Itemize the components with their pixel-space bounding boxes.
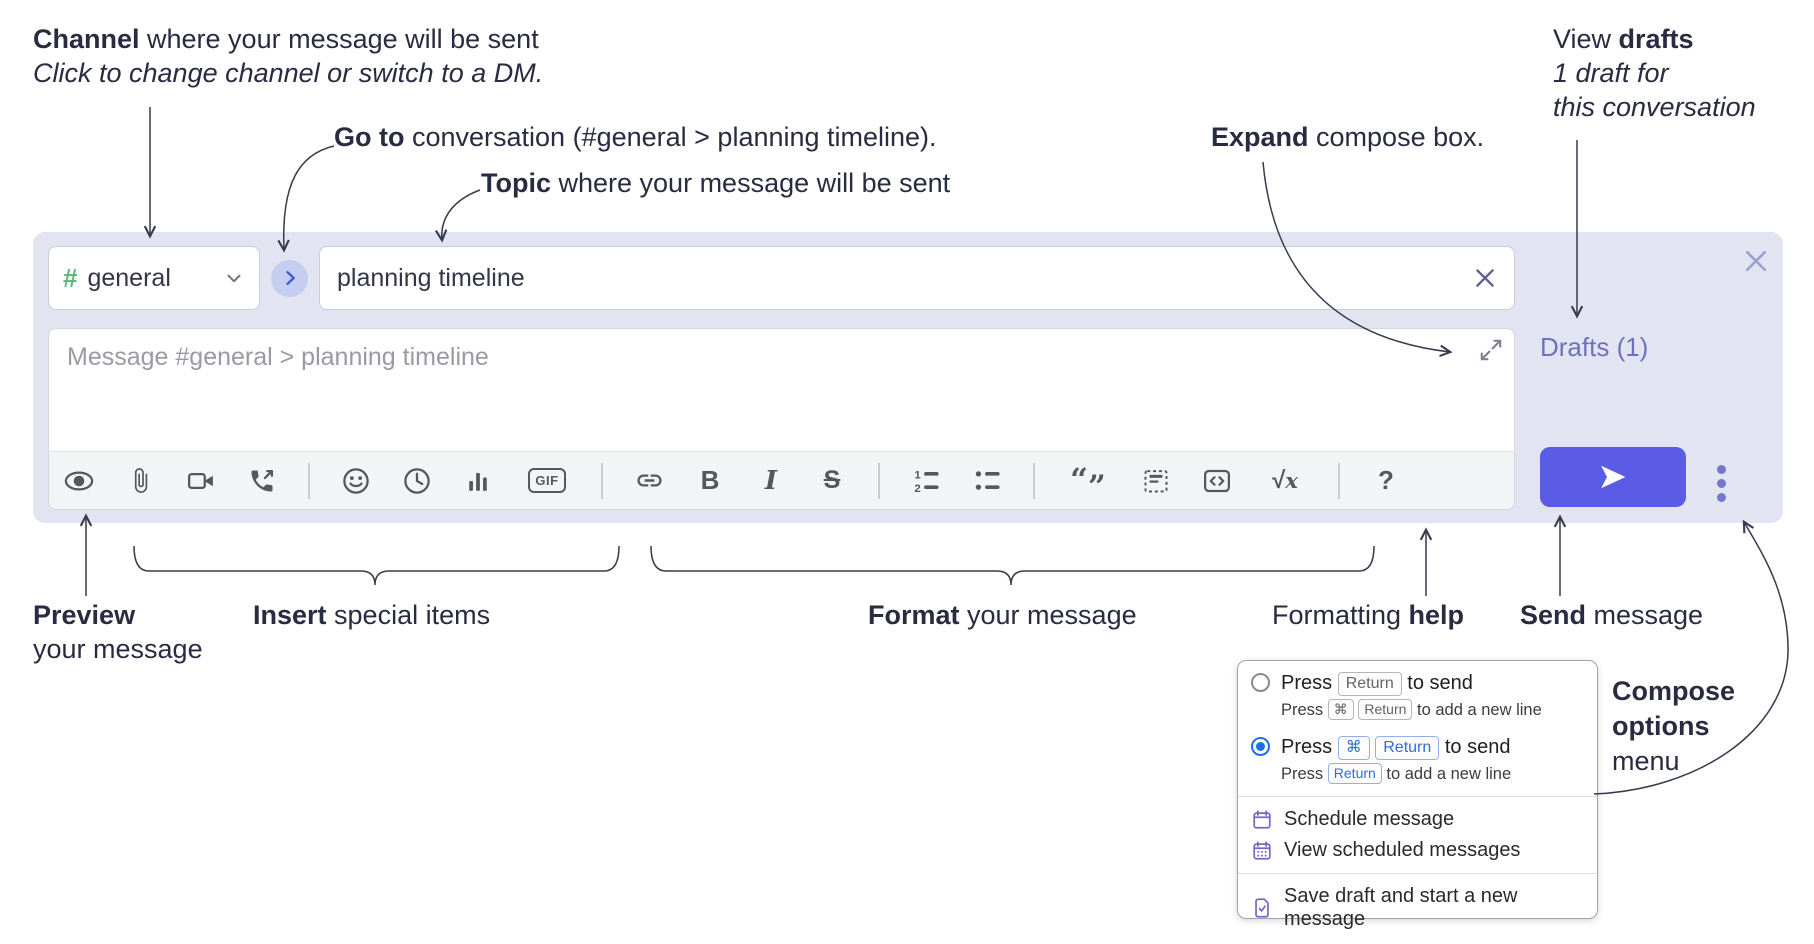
toolbar-divider bbox=[601, 462, 603, 499]
audio-call-icon[interactable] bbox=[247, 464, 277, 498]
toolbar-divider bbox=[1338, 462, 1340, 499]
toolbar-divider bbox=[308, 462, 310, 499]
close-icon bbox=[1745, 250, 1767, 272]
return-key: Return bbox=[1327, 763, 1382, 784]
enter-sends-option[interactable]: Press Return to send bbox=[1238, 661, 1597, 696]
cmd-key: ⌘ bbox=[1337, 736, 1370, 760]
code-icon[interactable] bbox=[1202, 464, 1232, 498]
close-compose-button[interactable] bbox=[1741, 246, 1771, 276]
topic-input[interactable]: planning timeline bbox=[319, 246, 1515, 310]
drafts-link[interactable]: Drafts (1) bbox=[1540, 332, 1649, 362]
channel-note-bold: Channel bbox=[33, 24, 140, 54]
expand-icon bbox=[1480, 339, 1502, 361]
formatting-help-note: Formatting help bbox=[1272, 600, 1465, 630]
cmd-key: ⌘ bbox=[1327, 699, 1354, 720]
bulleted-list-icon[interactable] bbox=[972, 464, 1002, 498]
cmd-enter-sends-option[interactable]: Press ⌘ Return to send bbox=[1238, 725, 1597, 760]
send-note: Send message bbox=[1520, 600, 1704, 630]
insert-brace bbox=[133, 545, 620, 586]
send-button[interactable] bbox=[1540, 447, 1686, 507]
svg-text:1: 1 bbox=[914, 470, 921, 482]
compose-options-popup: Press Return to send Press ⌘ Return to a… bbox=[1237, 660, 1598, 930]
toolbar-divider bbox=[878, 462, 880, 499]
dot bbox=[1717, 479, 1726, 488]
toolbar-divider bbox=[1033, 462, 1035, 499]
preview-eye-icon[interactable] bbox=[64, 464, 94, 498]
expand-note: Expand compose box. bbox=[1211, 122, 1485, 152]
gif-icon[interactable]: GIF bbox=[524, 464, 570, 498]
math-icon[interactable]: √x bbox=[1272, 466, 1298, 494]
attach-file-icon[interactable] bbox=[125, 464, 155, 498]
dot bbox=[1717, 493, 1726, 502]
insert-note: Insert special items bbox=[253, 600, 491, 630]
message-box: Message #general > planning timeline bbox=[48, 328, 1515, 510]
radio-selected-icon[interactable] bbox=[1251, 737, 1270, 756]
enter-sends-subtext: Press ⌘ Return to add a new line bbox=[1281, 699, 1542, 720]
save-draft-item[interactable]: Save draft and start a new message bbox=[1238, 881, 1597, 935]
topic-note: Topic where your message will be sent bbox=[481, 168, 951, 198]
message-placeholder: Message #general > planning timeline bbox=[67, 343, 489, 371]
topic-value: planning timeline bbox=[337, 263, 525, 292]
channel-note-rest: where your message will be sent bbox=[139, 24, 539, 54]
send-icon bbox=[1601, 465, 1626, 489]
format-brace bbox=[650, 545, 1375, 586]
popup-divider bbox=[1238, 873, 1597, 874]
channel-note: Channel where your message will be sent … bbox=[33, 22, 543, 90]
recipient-row: # general planning timeline bbox=[48, 246, 1515, 310]
dot bbox=[1717, 465, 1726, 474]
channel-name: general bbox=[87, 263, 171, 292]
return-key: Return bbox=[1337, 672, 1402, 696]
expand-compose-button[interactable] bbox=[1478, 337, 1504, 363]
bold-icon[interactable]: B bbox=[700, 465, 720, 495]
return-key: Return bbox=[1375, 736, 1440, 760]
preview-note: Preview your message bbox=[33, 600, 203, 664]
message-textarea[interactable]: Message #general > planning timeline bbox=[49, 329, 1514, 453]
cmd-enter-sends-subtext: Press Return to add a new line bbox=[1281, 763, 1512, 784]
strikethrough-icon[interactable]: S bbox=[823, 466, 841, 494]
return-key: Return bbox=[1358, 699, 1413, 720]
compose-options-menu-button[interactable] bbox=[1711, 459, 1732, 508]
message-formatting-help-icon[interactable]: ? bbox=[1378, 465, 1394, 495]
schedule-message-item[interactable]: Schedule message bbox=[1238, 804, 1597, 835]
popup-divider bbox=[1238, 796, 1597, 797]
format-note: Format your message bbox=[868, 600, 1137, 630]
poll-icon[interactable] bbox=[463, 464, 493, 498]
calendar-grid-icon bbox=[1251, 840, 1273, 862]
calendar-icon bbox=[1251, 809, 1273, 831]
view-scheduled-messages-item[interactable]: View scheduled messages bbox=[1238, 835, 1597, 866]
channel-selector[interactable]: # general bbox=[48, 246, 260, 310]
channel-note-sub: Click to change channel or switch to a D… bbox=[33, 58, 544, 88]
video-call-icon[interactable] bbox=[186, 464, 216, 498]
spoiler-icon[interactable] bbox=[1141, 464, 1171, 498]
global-time-icon[interactable] bbox=[402, 464, 432, 498]
goto-note: Go to conversation (#general > planning … bbox=[334, 122, 937, 152]
compose-options-note: Compose options menu bbox=[1612, 676, 1736, 776]
chevron-down-icon bbox=[223, 267, 245, 289]
go-to-conversation-button[interactable] bbox=[271, 259, 308, 297]
quote-icon[interactable]: “” bbox=[1070, 462, 1106, 505]
radio-unselected-icon[interactable] bbox=[1251, 673, 1270, 692]
svg-text:2: 2 bbox=[914, 483, 920, 495]
channel-hash-icon: # bbox=[63, 262, 78, 293]
close-icon bbox=[1476, 269, 1494, 287]
chevron-right-icon bbox=[280, 268, 300, 288]
link-icon[interactable] bbox=[634, 464, 664, 498]
draft-document-icon bbox=[1251, 897, 1273, 919]
emoji-icon[interactable] bbox=[341, 464, 371, 498]
compose-box: # general planning timeline Messag bbox=[33, 232, 1783, 523]
topic-clear-button[interactable] bbox=[1470, 263, 1500, 293]
view-drafts-note: View drafts 1 draft for this conversatio… bbox=[1553, 24, 1756, 122]
italic-icon[interactable]: I bbox=[764, 465, 778, 496]
